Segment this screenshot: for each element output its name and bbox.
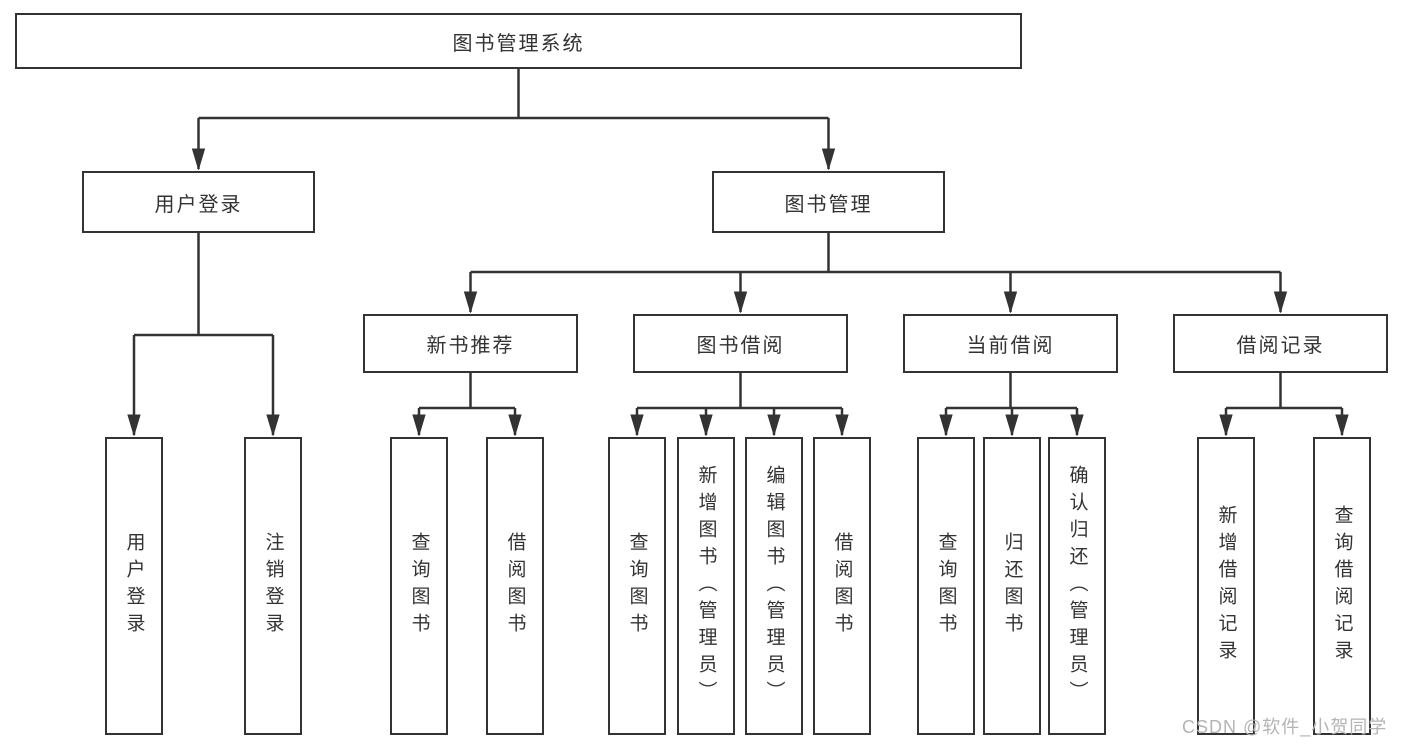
leaf-add-borrow-record-label: 新增借阅记录 [1215, 505, 1237, 667]
leaf-confirm-return-admin: 确认归还（管理员） [1048, 437, 1106, 735]
node-book-management-label: 图书管理 [784, 193, 873, 216]
leaf-query-borrow-record: 查询借阅记录 [1313, 437, 1371, 735]
leaf-borrow-books-1-label: 借阅图书 [504, 532, 526, 640]
leaf-edit-book-admin: 编辑图书（管理员） [745, 437, 803, 735]
leaf-logout: 注销登录 [244, 437, 302, 735]
node-borrow-records-label: 借阅记录 [1236, 335, 1325, 357]
leaf-query-books-1-label: 查询图书 [408, 532, 430, 640]
node-root: 图书管理系统 [15, 13, 1022, 69]
node-current-borrow-label: 当前借阅 [966, 335, 1055, 357]
leaf-return-book-label: 归还图书 [1001, 532, 1023, 640]
leaf-borrow-books-2: 借阅图书 [813, 437, 871, 735]
leaf-query-books-1: 查询图书 [390, 437, 448, 735]
leaf-borrow-books-1: 借阅图书 [486, 437, 544, 735]
leaf-confirm-return-admin-label: 确认归还（管理员） [1066, 464, 1088, 708]
leaf-query-borrow-record-label: 查询借阅记录 [1331, 505, 1353, 667]
leaf-query-books-3: 查询图书 [917, 437, 975, 735]
node-new-book-recommend-label: 新书推荐 [426, 335, 515, 357]
node-root-label: 图书管理系统 [452, 32, 585, 55]
csdn-watermark: CSDN @软件_小贺同学 [1182, 717, 1388, 737]
node-book-borrow: 图书借阅 [633, 314, 848, 373]
node-book-borrow-label: 图书借阅 [696, 335, 785, 357]
leaf-edit-book-admin-label: 编辑图书（管理员） [763, 464, 785, 708]
node-user-login-label: 用户登录 [154, 193, 243, 216]
node-current-borrow: 当前借阅 [903, 314, 1118, 373]
leaf-query-books-2: 查询图书 [608, 437, 666, 735]
leaf-add-borrow-record: 新增借阅记录 [1197, 437, 1255, 735]
leaf-query-books-2-label: 查询图书 [626, 532, 648, 640]
leaf-add-book-admin: 新增图书（管理员） [677, 437, 735, 735]
leaf-logout-label: 注销登录 [262, 532, 284, 640]
node-new-book-recommend: 新书推荐 [363, 314, 578, 373]
node-book-management: 图书管理 [712, 171, 945, 233]
node-borrow-records: 借阅记录 [1173, 314, 1388, 373]
leaf-query-books-3-label: 查询图书 [935, 532, 957, 640]
leaf-user-login-label: 用户登录 [123, 532, 145, 640]
leaf-return-book: 归还图书 [983, 437, 1041, 735]
leaf-borrow-books-2-label: 借阅图书 [831, 532, 853, 640]
node-user-login: 用户登录 [82, 171, 315, 233]
leaf-user-login: 用户登录 [105, 437, 163, 735]
leaf-add-book-admin-label: 新增图书（管理员） [695, 464, 717, 708]
